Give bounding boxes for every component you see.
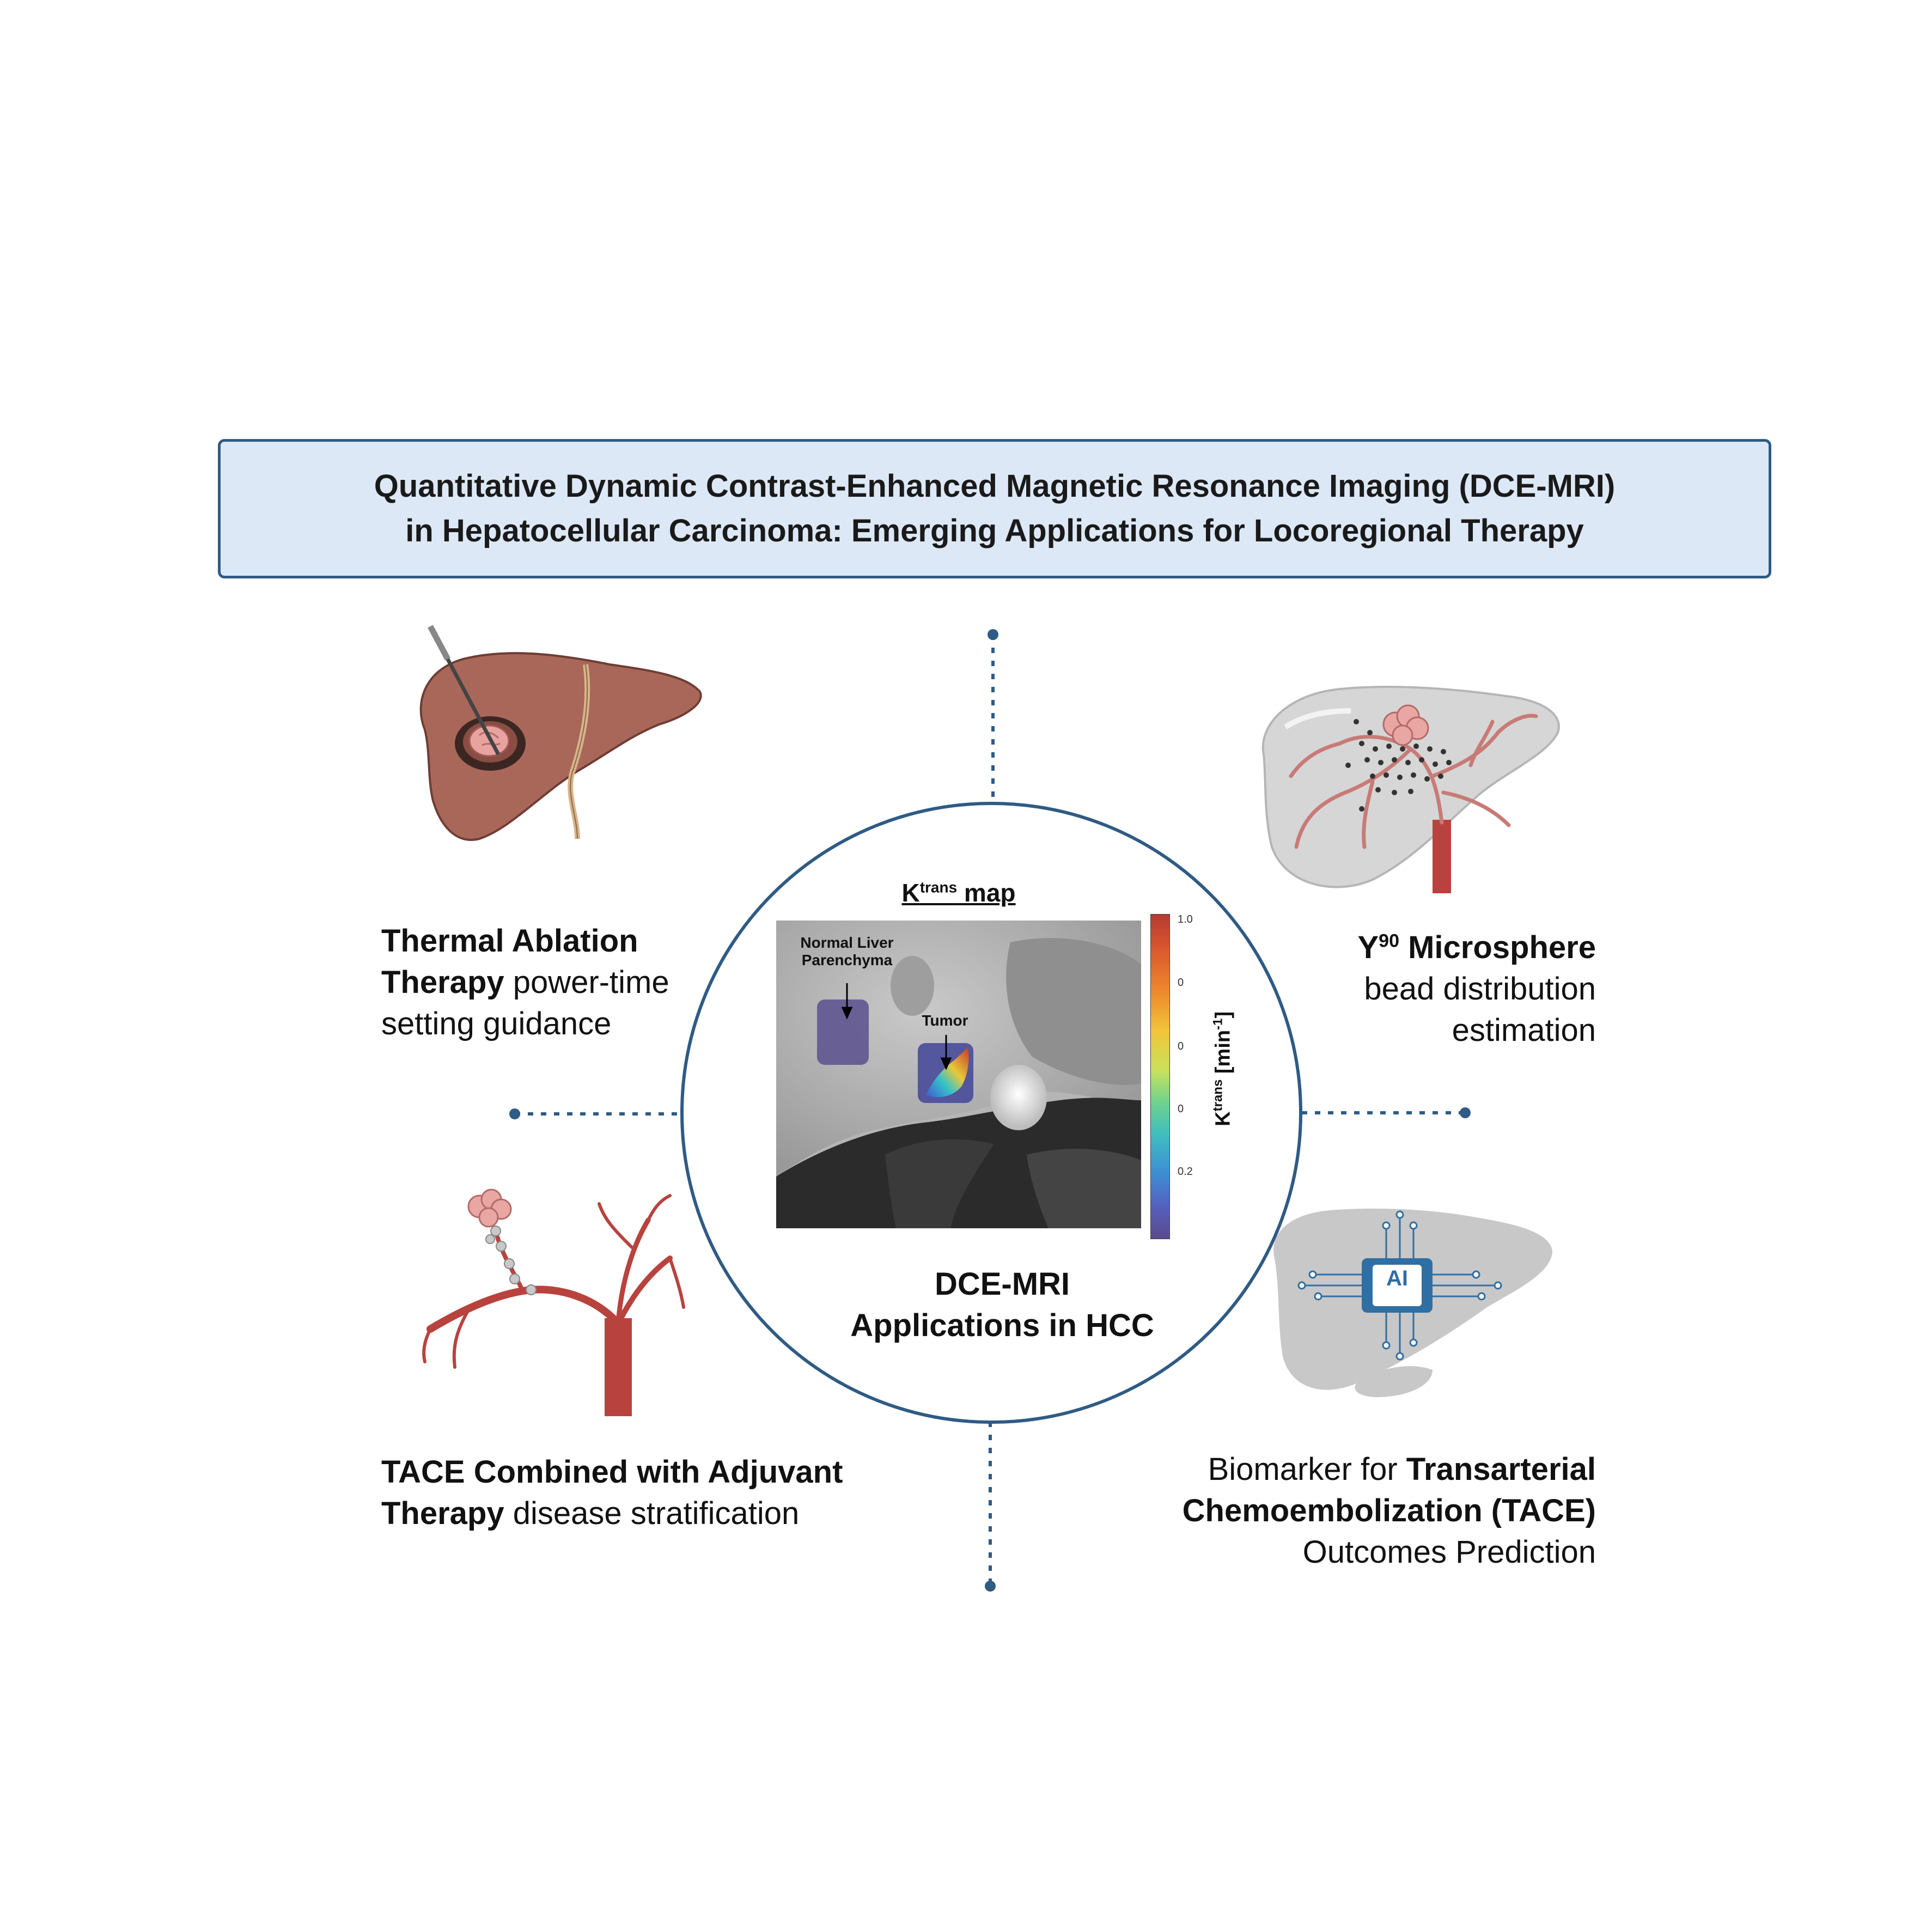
ktrans-map-title: Ktrans map bbox=[901, 879, 1016, 907]
ai-chip-label: AI bbox=[1386, 1266, 1408, 1290]
tumor-annotation: Tumor bbox=[922, 1012, 968, 1029]
connector-dot-top bbox=[988, 629, 998, 640]
thermal-ablation-liver-illustration bbox=[419, 625, 702, 841]
colorbar-tick-3: 0 bbox=[1178, 1040, 1184, 1052]
caption-thermal-ablation: Thermal Ablation Therapy power-time sett… bbox=[381, 923, 669, 1041]
mri-image: Normal Liver Parenchyma Tumor bbox=[776, 921, 1141, 1228]
title-box: Quantitative Dynamic Contrast-Enhanced M… bbox=[218, 439, 1771, 578]
tace-vessel-illustration bbox=[422, 1189, 685, 1416]
title-line-2: in Hepatocellular Carcinoma: Emerging Ap… bbox=[405, 513, 1584, 548]
title-line-1: Quantitative Dynamic Contrast-Enhanced M… bbox=[374, 468, 1616, 504]
colorbar-tick-4: 0 bbox=[1178, 1103, 1184, 1115]
center-label-line-1: DCE-MRI bbox=[934, 1266, 1070, 1302]
caption-tace-adjuvant: TACE Combined with Adjuvant Therapy dise… bbox=[381, 1454, 843, 1531]
center-label-line-2: Applications in HCC bbox=[850, 1308, 1154, 1343]
connector-dot-bottom bbox=[985, 1581, 996, 1592]
caption-y90-microsphere: Y90 Microsphere bead distribution estima… bbox=[1357, 930, 1596, 1049]
connector-dot-right bbox=[1460, 1107, 1471, 1118]
y90-microsphere-liver-illustration bbox=[1261, 685, 1560, 893]
ai-liver-illustration bbox=[1273, 1208, 1552, 1397]
colorbar-tick-5: 0.2 bbox=[1178, 1166, 1193, 1178]
normal-liver-roi bbox=[817, 999, 869, 1065]
center-label: DCE-MRI Applications in HCC bbox=[806, 1264, 1198, 1346]
ktrans-colorbar bbox=[1150, 914, 1170, 1239]
colorbar-tick-2: 0 bbox=[1178, 977, 1184, 989]
caption-biomarker-tace: Biomarker for Transarterial Chemoemboliz… bbox=[1182, 1452, 1596, 1570]
colorbar-tick-1: 1.0 bbox=[1178, 913, 1193, 925]
normal-liver-annotation: Normal Liver Parenchyma bbox=[800, 934, 894, 968]
connector-dot-left bbox=[509, 1108, 520, 1119]
